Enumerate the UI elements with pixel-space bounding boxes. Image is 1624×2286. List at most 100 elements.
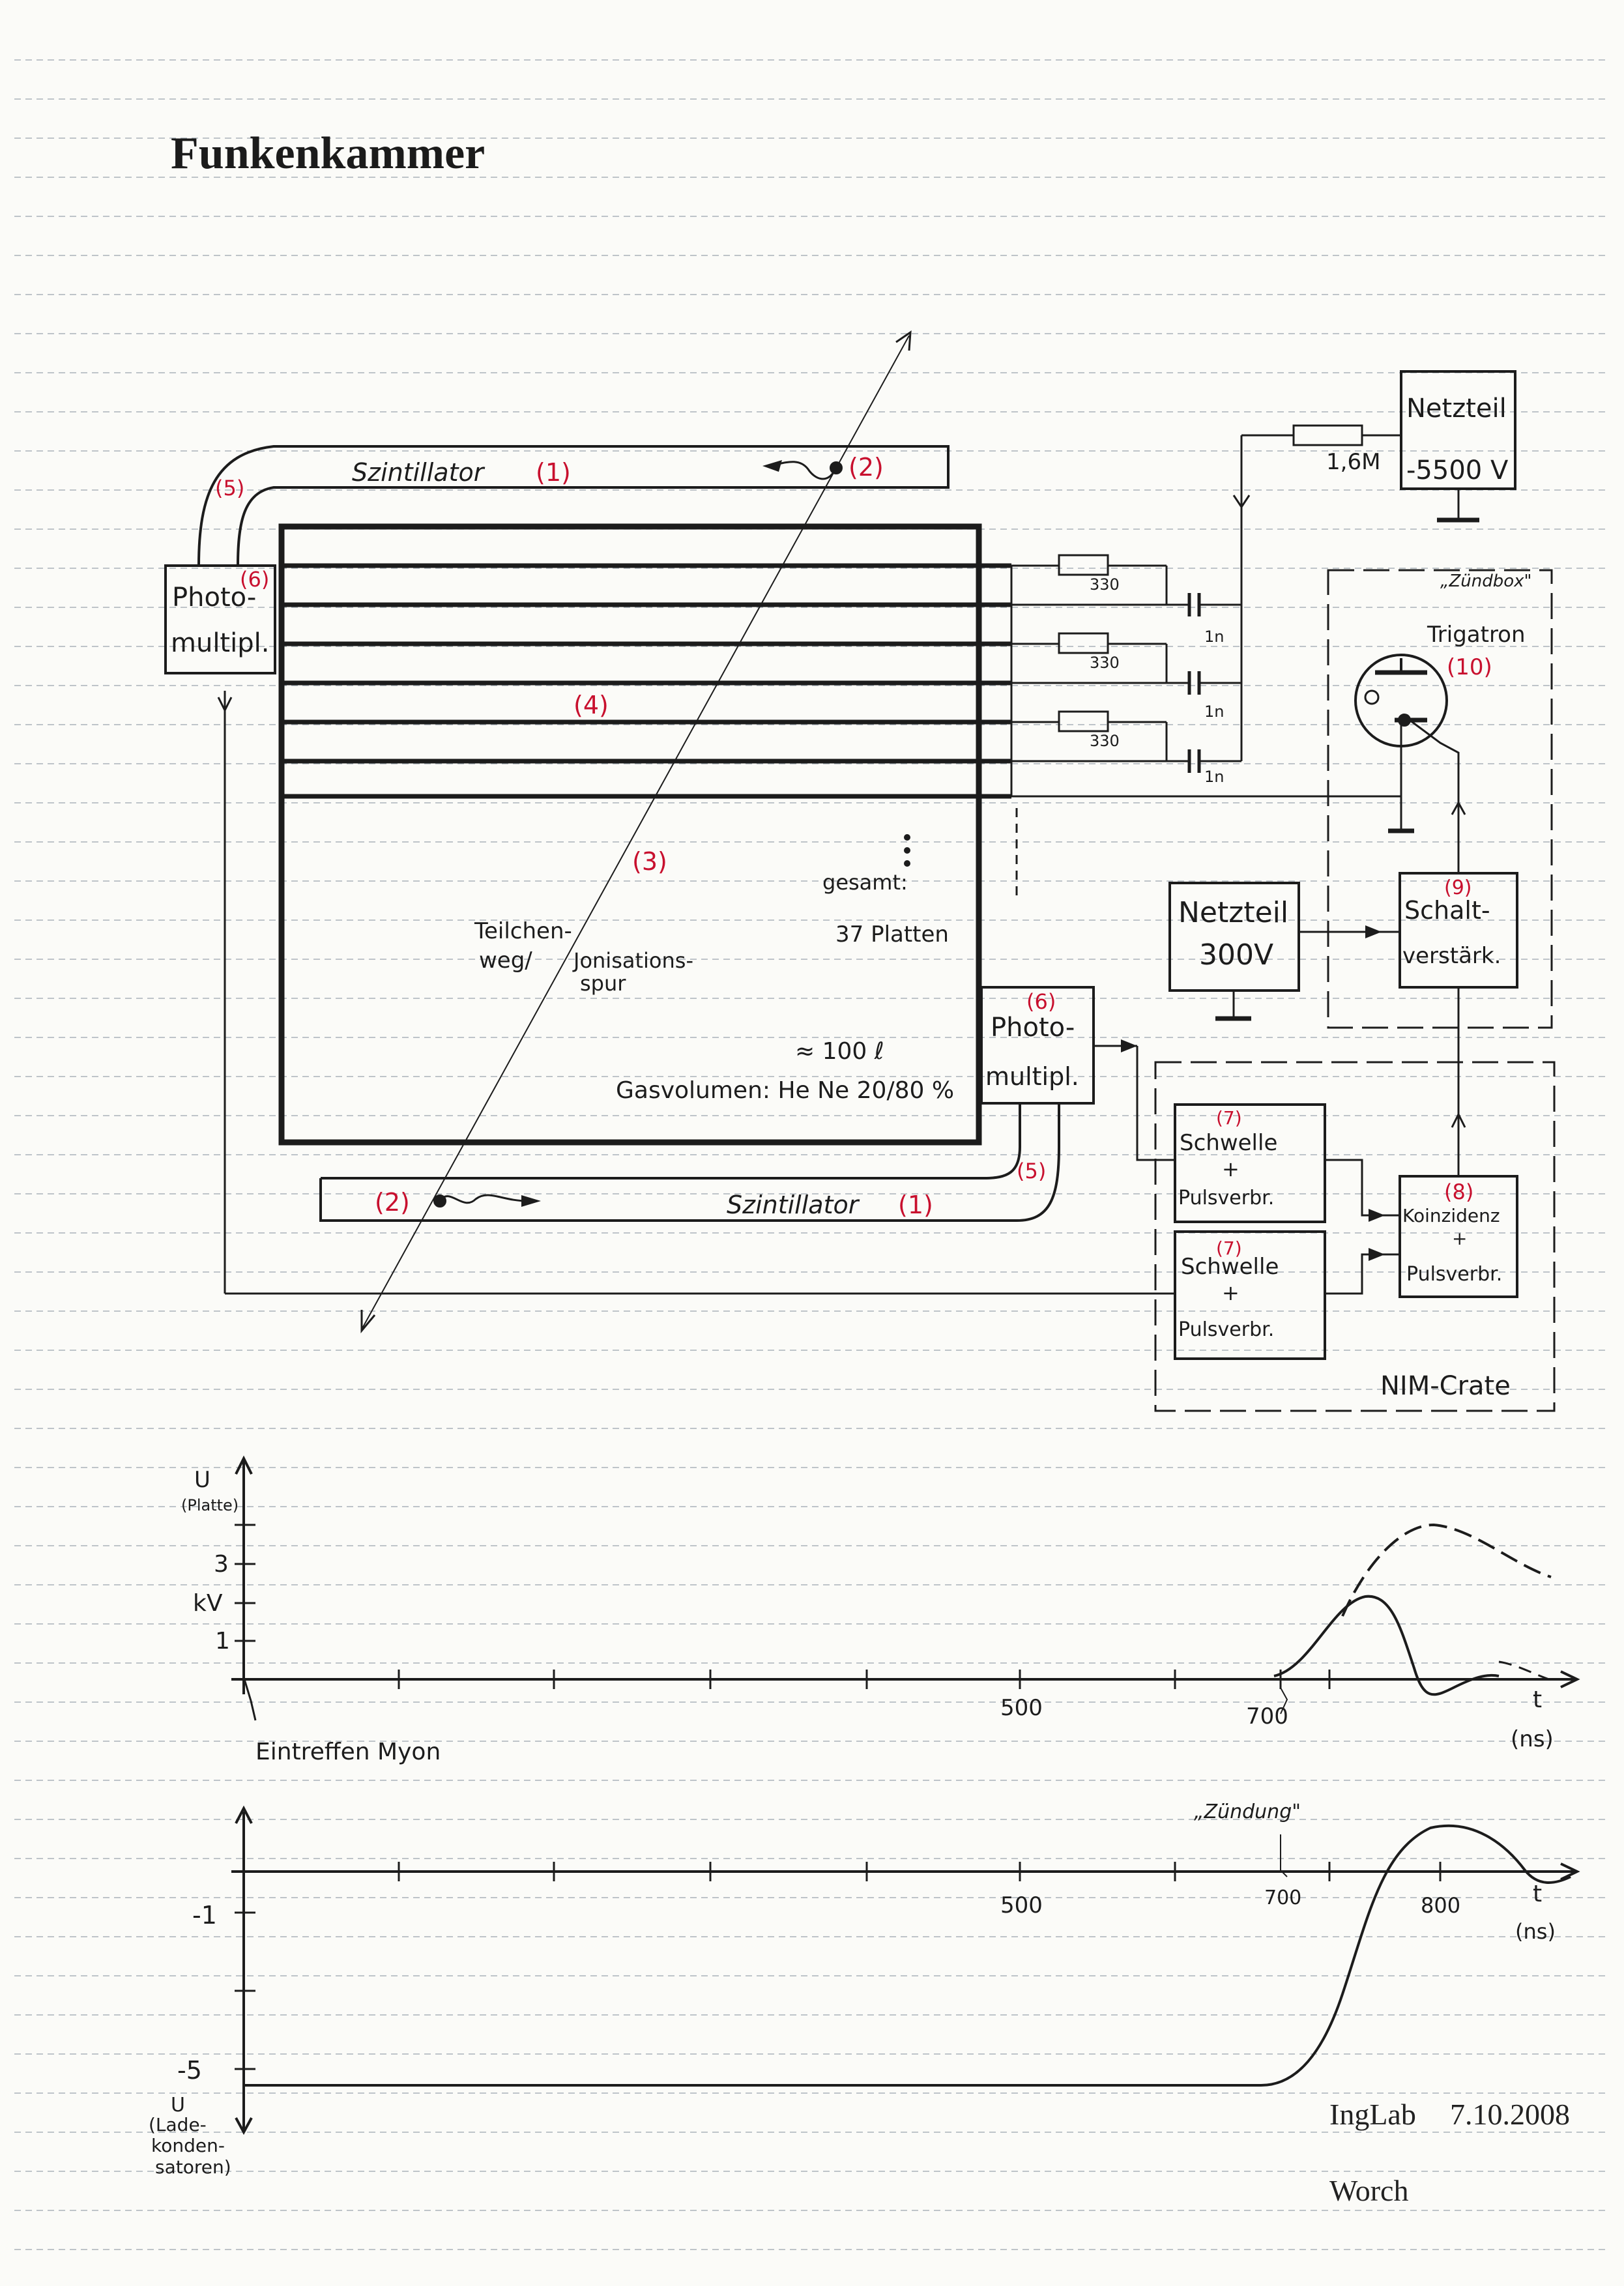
resistor-1-6M: [1292, 424, 1363, 446]
gas-volume-amount: ≈ 100 ℓ: [795, 1038, 884, 1065]
graph-bottom-y-label-4: satoren): [155, 2156, 231, 2178]
graph-bottom-y-tick-minus5: -5: [177, 2056, 202, 2085]
footer-lab: IngLab: [1329, 2098, 1416, 2131]
marker-7-top: (7): [1216, 1107, 1242, 1129]
graph-top-y-label-2: (Platte): [181, 1496, 239, 1514]
marker-5-right: (5): [1017, 1159, 1046, 1183]
gas-volume-label: Gasvolumen: He Ne 20/80 %: [616, 1077, 954, 1104]
page-title: Funkenkammer: [171, 128, 486, 179]
graph-top: [231, 1455, 1580, 1721]
capacitors: [1187, 593, 1201, 773]
marker-7-bottom: (7): [1216, 1237, 1242, 1259]
spark-chamber-schematic: [164, 330, 1556, 1412]
threshold-1-label-3: Pulsverbr.: [1178, 1187, 1274, 1209]
marker-5-left: (5): [215, 476, 244, 500]
threshold-1-label-2: +: [1222, 1157, 1240, 1181]
grid-paper: [14, 59, 1610, 2250]
graph-bottom-y-label-3: konden-: [151, 2135, 225, 2156]
coincidence-label-3: Pulsverbr.: [1406, 1263, 1502, 1286]
particle-track: [361, 335, 910, 1330]
psu-300-label-1: Netzteil: [1178, 896, 1288, 929]
trigatron-label: Trigatron: [1427, 622, 1526, 648]
marker-1-top: (1): [536, 458, 571, 487]
resistor-330-3: [1058, 710, 1109, 732]
graph-top-y-tick-1: 1: [215, 1628, 230, 1655]
graph-bottom-x-tick-500: 500: [1000, 1892, 1043, 1918]
marker-2-top: (2): [848, 453, 884, 482]
marker-3: (3): [632, 847, 667, 876]
scintillator-bottom: [319, 1103, 1060, 1222]
plate-voltage-curve: [1273, 1595, 1500, 1696]
nim-crate-region: [1154, 1061, 1556, 1412]
switching-amp-label-2: verstärk.: [1402, 943, 1501, 969]
marker-9: (9): [1444, 876, 1472, 899]
capacitor-value-3: 1n: [1204, 768, 1224, 786]
graph-top-y-unit: kV: [193, 1590, 223, 1617]
plates-total-1: gesamt:: [822, 870, 908, 895]
graph-bottom-x-label-t: t: [1533, 1881, 1542, 1907]
footer-author: Worch: [1329, 2174, 1409, 2207]
photomultiplier-left: [164, 564, 276, 674]
zuendbox-label: „Zündbox": [1440, 572, 1532, 591]
scintillator-bottom-label: Szintillator: [727, 1191, 860, 1219]
psu-300-label-2: 300V: [1199, 938, 1273, 972]
graph-top-y-tick-3: 3: [214, 1551, 229, 1578]
nim-crate-label: NIM-Crate: [1380, 1371, 1511, 1401]
scintillator-top-label: Szintillator: [352, 458, 486, 487]
resistor-value-3: 330: [1090, 732, 1120, 750]
particle-path-label-1: Teilchen-: [474, 918, 572, 944]
resistor-value-1: 330: [1090, 575, 1120, 594]
marker-8: (8): [1444, 1179, 1473, 1204]
pm-right-label-1: Photo-: [991, 1013, 1075, 1043]
graph-bottom-x-label-unit: (ns): [1515, 1919, 1556, 1944]
threshold-box-2: [1174, 1230, 1326, 1360]
capacitor-value-2: 1n: [1204, 702, 1224, 721]
graph-top-y-label-1: U: [194, 1467, 210, 1493]
threshold-2-label-2: +: [1222, 1280, 1240, 1305]
graph-bottom: [231, 1805, 1580, 2135]
resistor-330-2: [1058, 632, 1109, 654]
resistor-hv-value: 1,6M: [1326, 449, 1380, 475]
marker-10: (10): [1447, 654, 1492, 680]
zuendbox-region: [1327, 569, 1553, 1029]
threshold-2-label-3: Pulsverbr.: [1178, 1318, 1274, 1341]
marker-1-bottom: (1): [898, 1191, 933, 1219]
psu-hv-label-1: Netzteil: [1406, 394, 1507, 424]
pm-left-label-2: multipl.: [171, 628, 269, 658]
ionisation-label-2: spur: [580, 971, 626, 996]
graph-bottom-x-tick-700: 700: [1264, 1887, 1301, 1909]
resistor-value-2: 330: [1090, 654, 1120, 672]
graph-bottom-y-tick-minus1: -1: [192, 1901, 217, 1930]
chamber-box: [278, 523, 982, 1146]
graph-top-x-label-t: t: [1533, 1686, 1542, 1713]
plate-wiring: [1010, 564, 1401, 899]
marker-6-left: (6): [240, 567, 269, 592]
threshold-1-label-1: Schwelle: [1180, 1130, 1277, 1156]
capacitor-voltage-curve: [244, 1824, 1571, 2087]
chamber-plates: [282, 563, 1011, 799]
threshold-box-1: [1174, 1103, 1326, 1223]
annotation-muon-arrival: Eintreffen Myon: [255, 1739, 441, 1765]
plate-voltage-dashed-curve: [1341, 1523, 1552, 1617]
coincidence-label-1: Koinzidenz: [1402, 1205, 1500, 1226]
graph-top-x-tick-500: 500: [1000, 1695, 1043, 1721]
graph-bottom-x-tick-800: 800: [1421, 1893, 1460, 1918]
threshold-2-label-1: Schwelle: [1181, 1254, 1279, 1280]
pm-left-label-1: Photo-: [172, 583, 256, 613]
graph-bottom-y-label-2: (Lade-: [149, 2114, 207, 2135]
resistor-330-1: [1058, 554, 1109, 576]
scintillator-top: [197, 445, 950, 566]
pm-right-label-2: multipl.: [985, 1062, 1079, 1091]
coincidence-label-2: +: [1452, 1228, 1467, 1249]
footer-date: 7.10.2008: [1450, 2098, 1570, 2131]
marker-2-bottom: (2): [375, 1188, 410, 1217]
ionisation-label-1: Jonisations-: [572, 948, 693, 973]
graph-bottom-y-label-1: U: [171, 2094, 185, 2117]
particle-path-label-2: weg/: [479, 948, 532, 974]
coincidence-box: [1399, 1175, 1518, 1298]
annotation-ignition: „Zündung": [1194, 1801, 1301, 1823]
switching-amp-label-1: Schalt-: [1404, 896, 1490, 925]
plates-total-2: 37 Platten: [835, 921, 949, 948]
capacitor-value-1: 1n: [1204, 628, 1224, 646]
